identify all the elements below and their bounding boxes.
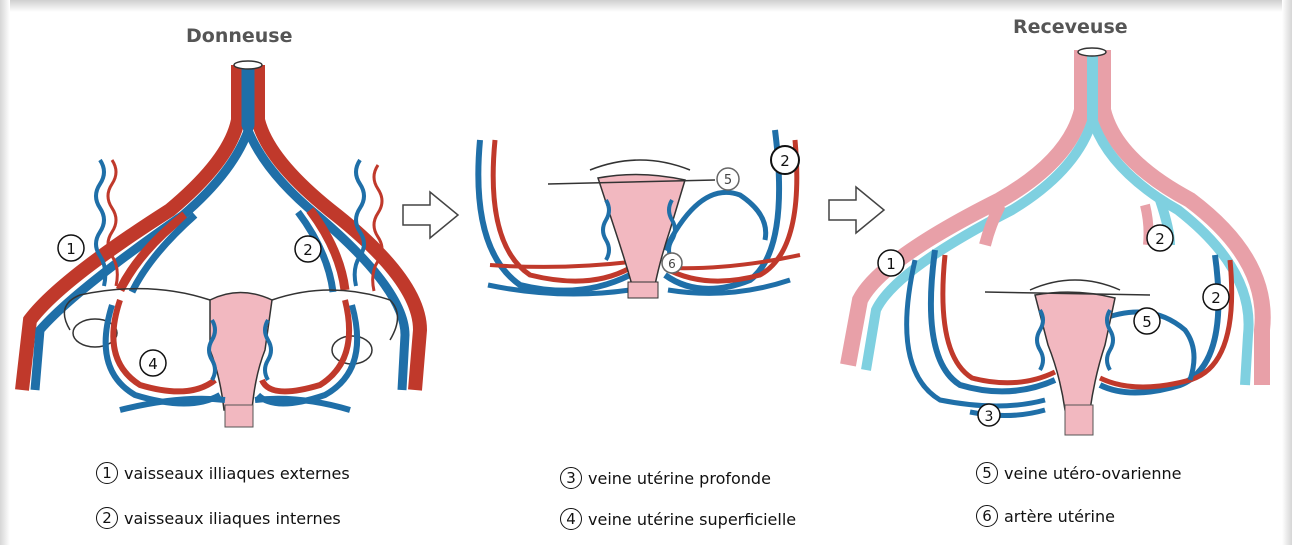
donor-marker-4: 4 bbox=[148, 355, 158, 373]
recipient-uterine-vein-left bbox=[931, 250, 1055, 391]
legend-label: veine utérine superficielle bbox=[588, 510, 796, 529]
recipient-uterine-artery-left bbox=[943, 255, 1055, 383]
recipient-illustration bbox=[848, 48, 1263, 435]
recipient-uterine-wall-vein-left bbox=[1037, 310, 1043, 370]
graft-uterine-wall-vein-left bbox=[603, 200, 609, 260]
donor-uterine-artery-left bbox=[113, 300, 215, 391]
graft-marker-6: 6 bbox=[668, 257, 676, 271]
graft-marker-5: 5 bbox=[724, 173, 732, 188]
recipient-uterus bbox=[1035, 292, 1115, 410]
legend-label: veine utéro-ovarienne bbox=[1004, 464, 1182, 483]
legend-label: artère utérine bbox=[1004, 507, 1115, 526]
legend-item: 6 artère utérine bbox=[976, 505, 1115, 527]
graft-vessel-low-right bbox=[670, 255, 800, 268]
recipient-fundus-outline bbox=[1030, 280, 1120, 290]
graft-fundus-outline bbox=[590, 160, 690, 170]
legend-number: 5 bbox=[976, 462, 998, 484]
legend-item: 3 veine utérine profonde bbox=[560, 467, 771, 489]
legend-label: vaisseaux illiaques externes bbox=[124, 464, 350, 483]
donor-external-artery-left bbox=[22, 65, 238, 390]
recipient-outer-vein-left bbox=[907, 260, 1045, 406]
arrow-right-icon bbox=[829, 187, 884, 233]
legend-label: vaisseaux iliaques internes bbox=[124, 509, 341, 528]
recipient-vessel-cut bbox=[1078, 48, 1106, 56]
recipient-marker-2b: 2 bbox=[1211, 289, 1221, 307]
recipient-uterine-artery-right bbox=[1100, 260, 1232, 387]
legend-number: 1 bbox=[96, 462, 118, 484]
recipient-marker-1: 1 bbox=[886, 255, 896, 273]
donor-title: Donneuse bbox=[186, 25, 293, 47]
arrow-right-icon bbox=[403, 192, 458, 238]
graft-marker-2: 2 bbox=[780, 152, 790, 170]
donor-uterus bbox=[210, 293, 272, 411]
legend-item: 5 veine utéro-ovarienne bbox=[976, 462, 1182, 484]
donor-ovarian-vein-right bbox=[355, 160, 364, 286]
donor-vagina bbox=[225, 405, 253, 427]
recipient-title: Receveuse bbox=[1013, 16, 1128, 38]
graft-utero-ovarian-vein bbox=[665, 192, 766, 250]
legend-number: 2 bbox=[96, 507, 118, 529]
donor-marker-2: 2 bbox=[303, 241, 313, 259]
recipient-marker-2a: 2 bbox=[1155, 230, 1165, 248]
legend-item: 2 vaisseaux iliaques internes bbox=[96, 507, 341, 529]
donor-tube-right bbox=[272, 290, 398, 340]
donor-vessel-cut bbox=[234, 61, 262, 69]
graft-vessel-low-left bbox=[490, 262, 630, 267]
legend-label: veine utérine profonde bbox=[588, 469, 771, 488]
graft-illustration bbox=[478, 130, 800, 298]
recipient-vagina bbox=[1065, 405, 1093, 435]
legend-number: 4 bbox=[560, 508, 582, 530]
legend-item: 1 vaisseaux illiaques externes bbox=[96, 462, 350, 484]
graft-cervix bbox=[628, 282, 658, 298]
legend-number: 6 bbox=[976, 505, 998, 527]
legend-item: 4 veine utérine superficielle bbox=[560, 508, 796, 530]
recipient-marker-5: 5 bbox=[1142, 313, 1152, 331]
donor-marker-1: 1 bbox=[66, 240, 76, 258]
legend-number: 3 bbox=[560, 467, 582, 489]
recipient-marker-3: 3 bbox=[985, 409, 994, 425]
